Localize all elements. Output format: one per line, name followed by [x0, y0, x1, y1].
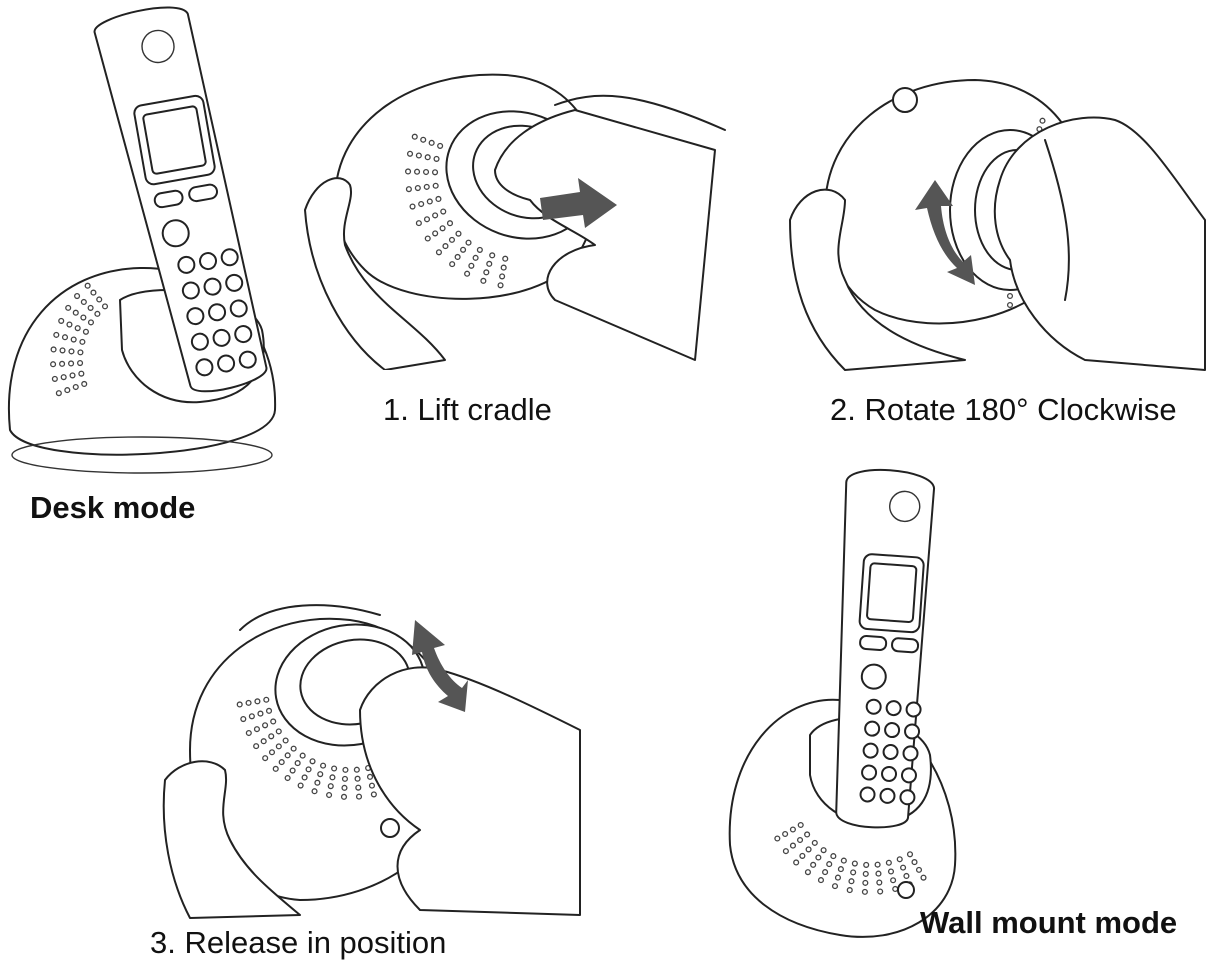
desk-mode-illustration [0, 0, 290, 480]
caption-desk-mode: Desk mode [30, 490, 196, 525]
caption-step2: 2. Rotate 180° Clockwise [830, 392, 1177, 427]
step3-illustration [160, 600, 590, 920]
wall-mount-illustration [720, 465, 980, 945]
caption-wall-mount-mode: Wall mount mode [920, 905, 1178, 940]
step2-illustration [785, 60, 1215, 380]
step1-illustration [295, 60, 755, 370]
caption-step1: 1. Lift cradle [383, 392, 552, 427]
caption-step3: 3. Release in position [150, 925, 447, 960]
